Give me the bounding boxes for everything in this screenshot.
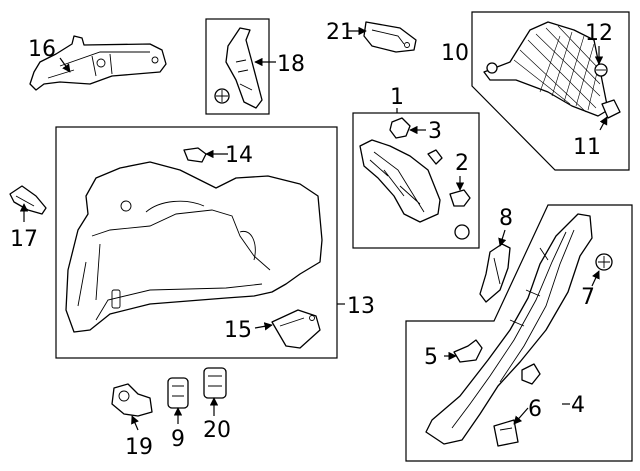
callout-2: 2: [455, 151, 469, 176]
part-9-fastener: [167, 377, 189, 409]
part-19-fastener: [111, 383, 153, 417]
part-10-upper-trim: [483, 21, 609, 117]
callout-6: 6: [528, 397, 542, 422]
callout-4: 4: [571, 393, 585, 418]
part-6-clip: [493, 419, 519, 447]
part-11-clip: [601, 99, 621, 119]
callout-20: 20: [203, 418, 231, 443]
callout-21: 21: [326, 20, 354, 45]
part-17-handle: [9, 185, 47, 215]
callout-18: 18: [277, 52, 305, 77]
part-1-small-clip: [427, 149, 470, 240]
part-18-pillar-trim: [214, 27, 263, 109]
group-box-1: [352, 112, 480, 249]
callout-1: 1: [390, 85, 404, 110]
callout-3: 3: [428, 119, 442, 144]
part-12-clip: [594, 63, 608, 77]
part-20-fastener: [203, 367, 227, 399]
callout-14: 14: [225, 143, 253, 168]
callout-10: 10: [441, 41, 469, 66]
part-4-small-clip: [521, 363, 541, 385]
leader-lines: [19, 26, 608, 431]
callout-9: 9: [171, 427, 185, 452]
part-3-cap: [389, 117, 411, 139]
callout-5: 5: [424, 345, 438, 370]
part-2-clip: [449, 189, 471, 207]
group-box-10: [471, 11, 630, 171]
group-box-18: [205, 18, 270, 115]
callout-11: 11: [573, 135, 601, 160]
part-21-handle: [363, 21, 417, 53]
group-box-13: [55, 126, 338, 359]
callout-15: 15: [224, 318, 252, 343]
callout-16: 16: [28, 37, 56, 62]
callout-12: 12: [585, 21, 613, 46]
callout-17: 17: [10, 227, 38, 252]
group-box-4: [405, 204, 633, 462]
callout-7: 7: [581, 285, 595, 310]
callout-19: 19: [125, 435, 153, 460]
part-5-clip: [453, 339, 483, 363]
part-13-quarter-trim: [65, 161, 323, 333]
part-16-bracket: [29, 35, 167, 91]
part-1-pillar-trim: [359, 139, 441, 223]
callout-8: 8: [499, 206, 513, 231]
part-15-cover: [271, 309, 321, 349]
part-14-clip: [183, 147, 207, 163]
part-7-clip: [595, 253, 613, 271]
part-8-bracket: [479, 243, 511, 303]
part-4-side-panel: [425, 213, 593, 445]
callout-13: 13: [347, 294, 375, 319]
